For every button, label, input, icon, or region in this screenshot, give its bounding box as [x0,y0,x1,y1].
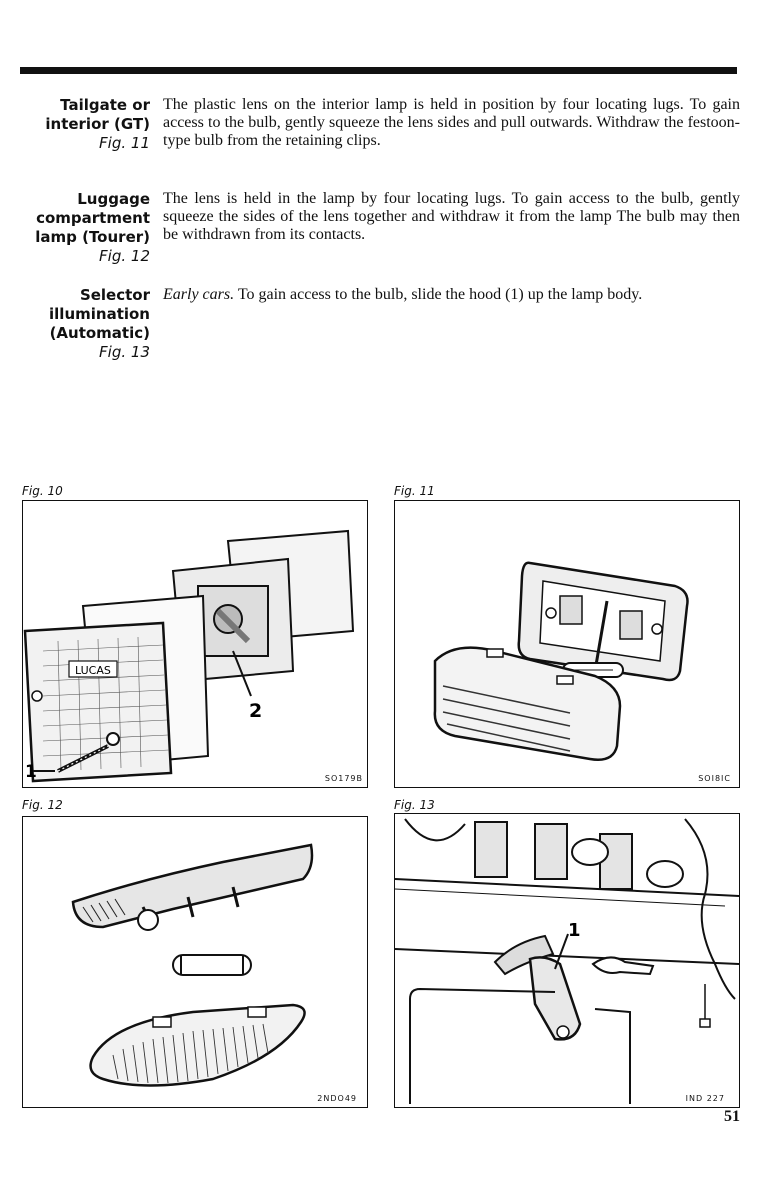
figure-13-selector-illumination: 1 IND 227 [394,813,740,1108]
selector-lamp-illustration: 1 [395,818,739,1104]
heading-line: Luggage [77,190,150,208]
figure-reference: Fig. 12 [99,247,150,265]
figure-label: Fig. 13 [394,798,435,812]
heading-line: lamp (Tourer) [35,228,150,246]
figure-12-luggage-lamp: 2NDO49 [22,816,368,1108]
lamp-exploded-illustration: LUCAS 1 2 [23,529,355,783]
section-heading: Tailgate or interior (GT) Fig. 11 [20,96,150,153]
callout-1: 1 [568,920,581,941]
callout-1: 1 [25,762,37,782]
figure-label: Fig. 12 [22,798,63,812]
section-text: The plastic lens on the interior lamp is… [163,96,740,149]
figure-code: SO179B [324,774,363,783]
figure-code: 2NDO49 [317,1094,357,1103]
luggage-lamp-illustration [71,843,314,1087]
section-body: The lens is held in the lamp by four loc… [163,190,740,244]
brand-text: LUCAS [75,664,111,677]
section-text: The lens is held in the lamp by four loc… [163,190,740,243]
top-rule [20,67,737,74]
page-number: 51 [724,1108,740,1125]
figure-11-interior-lamp: SOI8IC [394,500,740,788]
section-body: Early cars. To gain access to the bulb, … [163,286,740,304]
figure-code: SOI8IC [698,774,731,783]
heading-line: interior (GT) [45,115,150,133]
figure-code: IND 227 [685,1094,725,1103]
section-body: The plastic lens on the interior lamp is… [163,96,740,150]
text-run: To gain access to the bulb, slide the ho… [234,286,643,303]
italic-lead: Early cars. [163,286,235,303]
section-heading: Luggage compartment lamp (Tourer) Fig. 1… [20,190,150,266]
heading-line: compartment [36,209,150,227]
figure-10-lamp-exploded: LUCAS 1 2 SO179B [22,500,368,788]
figure-reference: Fig. 11 [99,134,150,152]
section-heading: Selector illumination (Automatic) Fig. 1… [20,286,150,362]
heading-line: illumination [49,305,150,323]
heading-line: (Automatic) [49,324,150,342]
figure-label: Fig. 11 [394,484,435,498]
interior-lamp-illustration [433,561,689,761]
figure-reference: Fig. 13 [99,343,150,361]
heading-line: Selector [79,286,150,304]
heading-line: Tailgate or [60,96,150,114]
figure-label: Fig. 10 [22,484,63,498]
section-text: Early cars. To gain access to the bulb, … [163,286,740,304]
callout-2: 2 [249,700,262,722]
